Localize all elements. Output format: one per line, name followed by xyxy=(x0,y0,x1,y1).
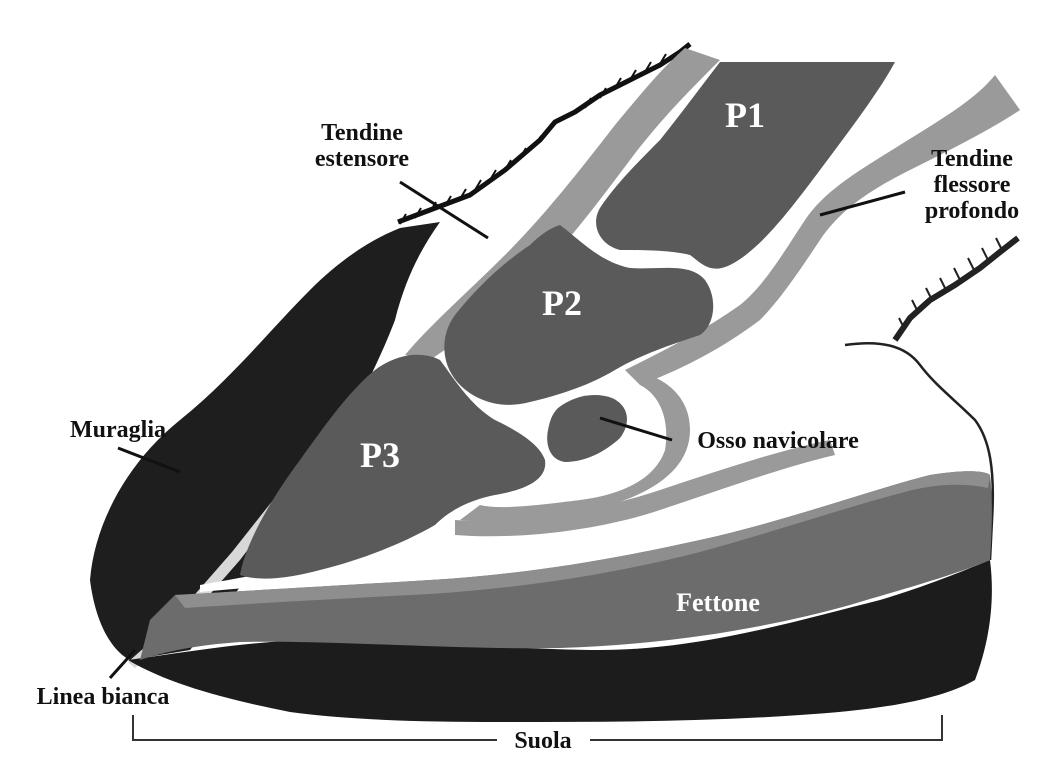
heel-hair xyxy=(895,238,1018,340)
label-sole: Suola xyxy=(514,728,571,754)
label-p3: P3 xyxy=(360,435,400,475)
label-white-line: Linea bianca xyxy=(37,684,170,710)
label-flexor-tendon-2: flessore xyxy=(934,172,1011,198)
label-frog: Fettone xyxy=(676,588,760,617)
label-p1: P1 xyxy=(725,95,765,135)
label-extensor-tendon-1: Tendine xyxy=(321,120,403,146)
label-flexor-tendon-1: Tendine xyxy=(931,146,1013,172)
p1-bone xyxy=(596,62,895,269)
navicular-bone xyxy=(547,395,627,462)
label-p2: P2 xyxy=(542,283,582,323)
label-navicular-bone: Osso navicolare xyxy=(697,428,859,454)
label-muraglia: Muraglia xyxy=(70,417,166,443)
label-flexor-tendon-3: profondo xyxy=(925,198,1019,224)
label-extensor-tendon-2: estensore xyxy=(315,146,410,172)
